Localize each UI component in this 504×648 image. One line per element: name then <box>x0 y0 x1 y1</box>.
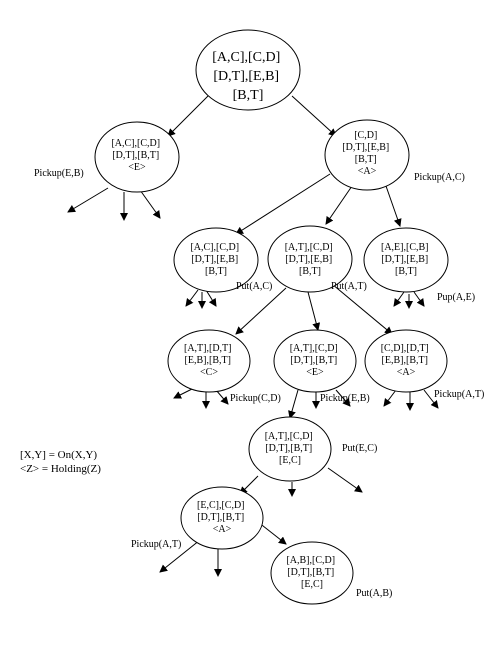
stub-n3-a <box>185 289 199 307</box>
node-n4-ellipse <box>267 225 353 293</box>
node-n6-ellipse <box>167 329 251 393</box>
node-n3-ellipse <box>173 227 259 293</box>
node-n1-label: [A,C],[C,D] [D,T],[B,T] <E> <box>111 138 162 173</box>
stub-n6-a <box>173 387 195 399</box>
edge-root-n2 <box>291 95 337 137</box>
stub-n3-c <box>205 289 217 307</box>
edge-n4-n7 <box>307 291 321 331</box>
action-label-put-a-b: Put(A,B) <box>356 588 392 599</box>
tree-node-labels: [A,C],[C,D] [D,T],[E,B] [B,T] [A,C],[C,D… <box>111 50 432 590</box>
stub-n9-b <box>327 467 363 493</box>
node-n10-ellipse <box>180 486 264 550</box>
node-n2-label: [C,D] [D,T],[E,B] [B,T] <A> <box>342 130 391 177</box>
node-n1-ellipse <box>94 121 180 193</box>
node-root-ellipse <box>195 29 301 111</box>
action-label-pup-a-e: Pup(A,E) <box>437 292 475 303</box>
edge-n2-n3 <box>235 173 331 235</box>
node-n11-label: [A,B],[C,D] [D,T],[B,T] [E,C] <box>286 555 337 590</box>
stub-n1-a <box>67 187 109 213</box>
stub-edges <box>67 187 439 577</box>
legend: [X,Y] = On(X,Y) <Z> = Holding(Z) <box>20 449 101 475</box>
edge-n7-n9 <box>288 389 299 419</box>
node-n11-ellipse <box>270 541 354 605</box>
action-label-pickup-a-t-2: Pickup(A,T) <box>131 539 181 550</box>
stub-n5-c <box>413 291 425 307</box>
action-labels: Pickup(E,B) Pickup(A,C) Put(A,C) Put(A,T… <box>34 168 484 599</box>
node-n10-label: [E,C],[C,D] [D,T],[B,T] <A> <box>197 500 247 535</box>
node-n4-label: [A,T],[C,D] [D,T],[E,B] [B,T] <box>285 242 336 277</box>
node-n6-label: [A,T],[D,T] [E,B],[B,T] <C> <box>184 343 234 378</box>
edge-root-n1 <box>167 95 209 137</box>
action-label-pickup-e-b-2: Pickup(E,B) <box>320 393 370 404</box>
node-n5-label: [A,E],[C,B] [D,T],[E,B] [B,T] <box>381 242 431 277</box>
edge-n4-n8 <box>331 283 393 335</box>
legend-holding: <Z> = Holding(Z) <box>20 463 101 475</box>
node-n7-label: [A,T],[C,D] [D,T],[B,T] <E> <box>290 343 341 378</box>
action-label-put-a-c: Put(A,C) <box>236 281 272 292</box>
tree-nodes <box>94 29 449 605</box>
stub-n7-b <box>335 389 351 407</box>
stub-n1-c <box>139 189 161 219</box>
node-n9-ellipse <box>248 416 332 482</box>
edge-n4-n6 <box>235 287 287 335</box>
node-root-label: [A,C],[C,D] [D,T],[E,B] [B,T] <box>212 50 284 103</box>
action-label-pickup-e-b: Pickup(E,B) <box>34 168 84 179</box>
stub-n5-a <box>393 291 405 307</box>
stub-n8-c <box>423 389 439 409</box>
action-label-pickup-a-c: Pickup(A,C) <box>414 172 465 183</box>
node-n3-label: [A,C],[C,D] [D,T],[E,B] [B,T] <box>190 242 241 277</box>
action-label-put-a-t: Put(A,T) <box>331 281 367 292</box>
edge-n2-n5 <box>385 185 402 227</box>
stub-n10-a <box>159 539 201 573</box>
action-label-put-e-c: Put(E,C) <box>342 443 377 454</box>
stub-n8-a <box>383 389 397 407</box>
node-n2-ellipse <box>324 119 410 191</box>
node-n5-ellipse <box>363 227 449 293</box>
node-n7-ellipse <box>273 329 357 393</box>
stub-n6-c <box>215 389 229 405</box>
legend-on: [X,Y] = On(X,Y) <box>20 449 97 461</box>
edge-n2-n4 <box>325 185 353 225</box>
action-label-pickup-c-d: Pickup(C,D) <box>230 393 281 404</box>
action-label-pickup-a-t: Pickup(A,T) <box>434 389 484 400</box>
node-n8-ellipse <box>364 329 448 393</box>
node-n8-label: [C,D],[D,T] [E,B],[B,T] <A> <box>381 343 432 378</box>
edge-n10-n11 <box>257 521 287 545</box>
node-n9-label: [A,T],[C,D] [D,T],[B,T] [E,C] <box>265 431 316 466</box>
